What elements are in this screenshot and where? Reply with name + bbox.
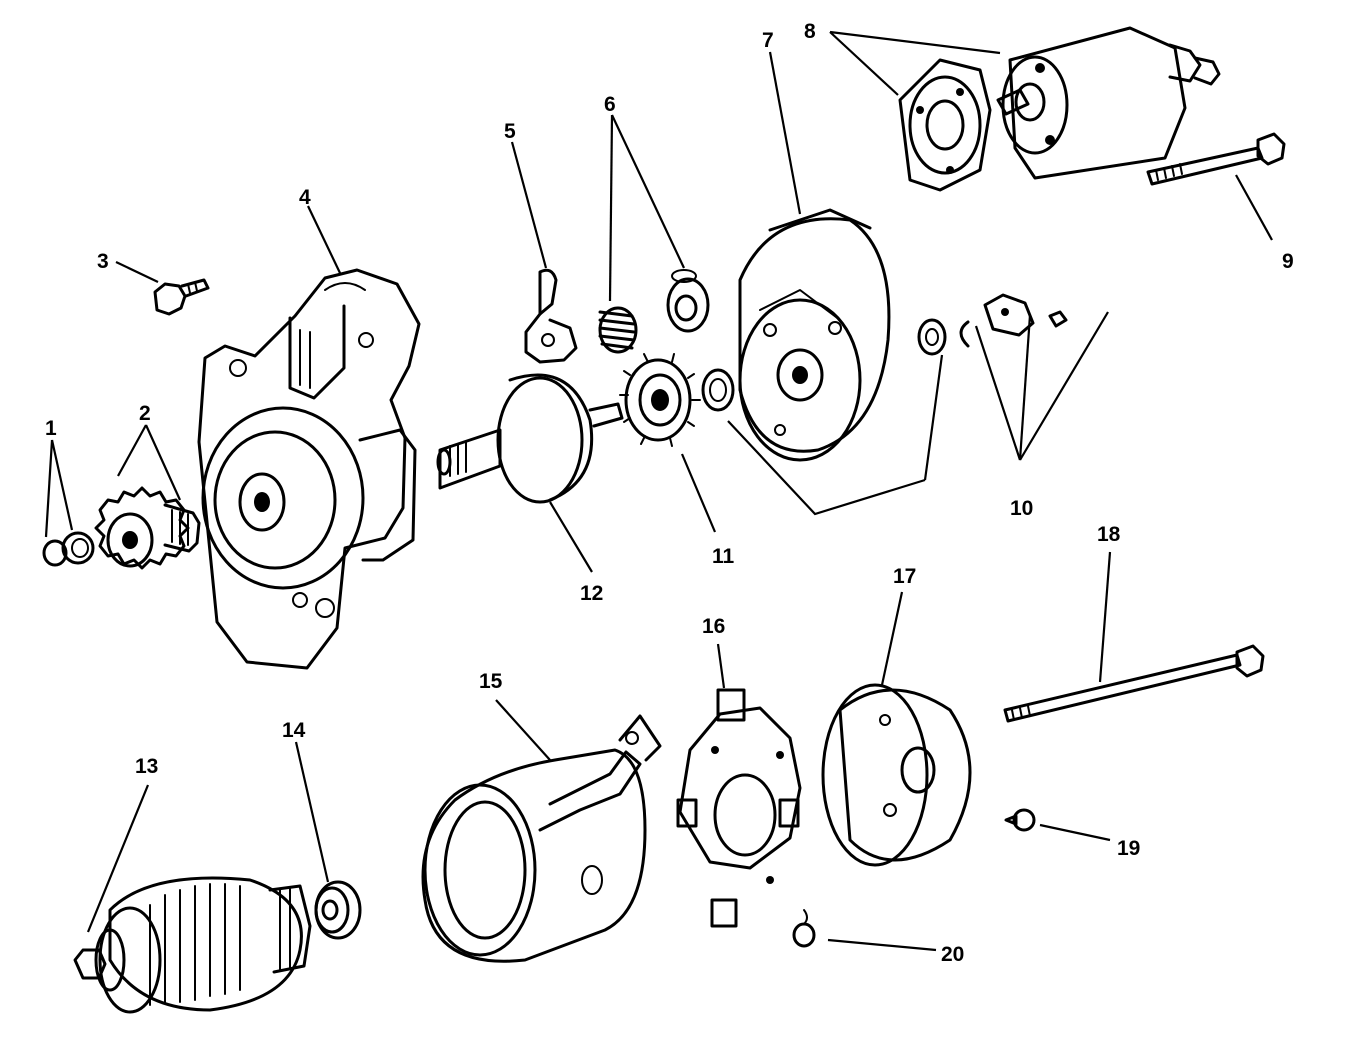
- callout-1: 1: [45, 417, 57, 440]
- callout-5: 5: [504, 120, 516, 143]
- callout-3: 3: [97, 250, 109, 273]
- callout-7: 7: [762, 29, 774, 52]
- part-12-clutch-shaft: [436, 373, 624, 504]
- part-3-bolt: [153, 278, 210, 316]
- callout-14: 14: [282, 719, 306, 742]
- callout-13: 13: [135, 755, 158, 778]
- part-19-screw: [1004, 808, 1036, 832]
- part-4-front-housing: [197, 268, 421, 670]
- part-5-shift-lever: [524, 268, 578, 364]
- callout-17: 17: [893, 565, 916, 588]
- callout-12: 12: [580, 582, 603, 605]
- callout-16: 16: [702, 615, 725, 638]
- callout-20: 20: [941, 943, 964, 966]
- callout-2: 2: [139, 402, 151, 425]
- part-17-end-cover: [821, 683, 972, 867]
- part-15-yoke: [421, 714, 662, 963]
- callout-11: 11: [712, 545, 735, 568]
- part-8-solenoid: [898, 26, 1221, 192]
- part-14-bearing: [314, 880, 362, 940]
- callout-labels: 1 2 3 4 5 6 7 8 9 10 11 12 13 14 15 16 1…: [45, 20, 1294, 966]
- callout-15: 15: [479, 670, 503, 693]
- part-10-shim-set: [701, 293, 1068, 412]
- part-2-pinion-gear: [94, 486, 201, 570]
- callout-4: 4: [299, 186, 311, 209]
- part-6-spring: [598, 269, 710, 354]
- part-1-snap-ring: [42, 531, 95, 567]
- callout-9: 9: [1282, 250, 1294, 273]
- callout-8: 8: [804, 20, 816, 43]
- part-11-reduction-gear: [619, 353, 701, 447]
- callout-18: 18: [1097, 523, 1121, 546]
- part-9-through-bolt: [1146, 132, 1286, 186]
- leader-lines: [44, 30, 1273, 952]
- part-20-brush-spring: [792, 909, 816, 948]
- part-16-brush-holder: [676, 688, 802, 928]
- part-7-center-bracket: [738, 208, 891, 462]
- callout-6: 6: [604, 93, 616, 116]
- part-13-armature: [73, 876, 312, 1014]
- callout-19: 19: [1117, 837, 1140, 860]
- callout-10: 10: [1010, 497, 1033, 520]
- part-18-through-bolt: [1003, 644, 1265, 723]
